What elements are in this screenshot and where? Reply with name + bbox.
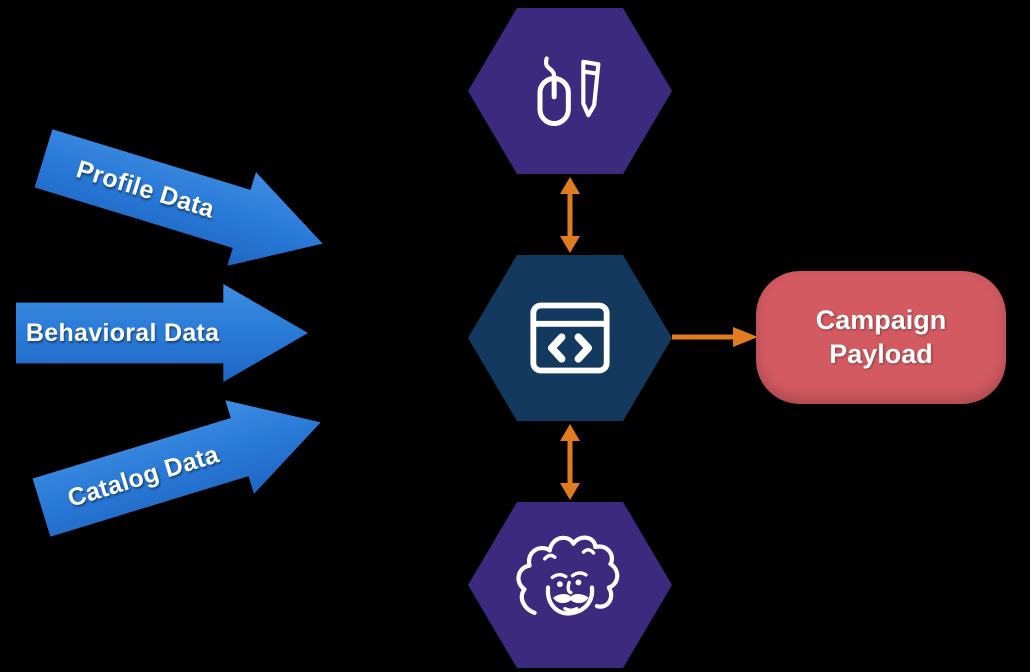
input-arrow-profile-data: Profile Data	[29, 111, 337, 290]
input-arrow-label: Profile Data	[73, 154, 218, 224]
hexagon-node-top	[468, 8, 672, 174]
hexagon-node-center	[468, 255, 672, 421]
einstein-icon	[511, 530, 629, 640]
input-arrow-label: Behavioral Data	[25, 318, 220, 347]
mouse-pencil-icon	[520, 43, 620, 139]
connector-arrow-vertical-bottom	[560, 424, 580, 500]
output-node-label: Campaign Payload	[815, 304, 947, 369]
output-node-campaign-payload: Campaign Payload	[756, 271, 1006, 404]
input-arrow-behavioral-data: Behavioral Data	[16, 284, 308, 382]
input-arrow-catalog-data: Catalog Data	[27, 375, 335, 554]
connector-arrow-vertical-top	[560, 177, 580, 253]
input-arrow-label: Catalog Data	[64, 439, 223, 513]
hexagon-node-bottom	[468, 502, 672, 668]
connector-arrow-horizontal-right	[672, 327, 758, 347]
code-window-icon	[520, 291, 620, 385]
